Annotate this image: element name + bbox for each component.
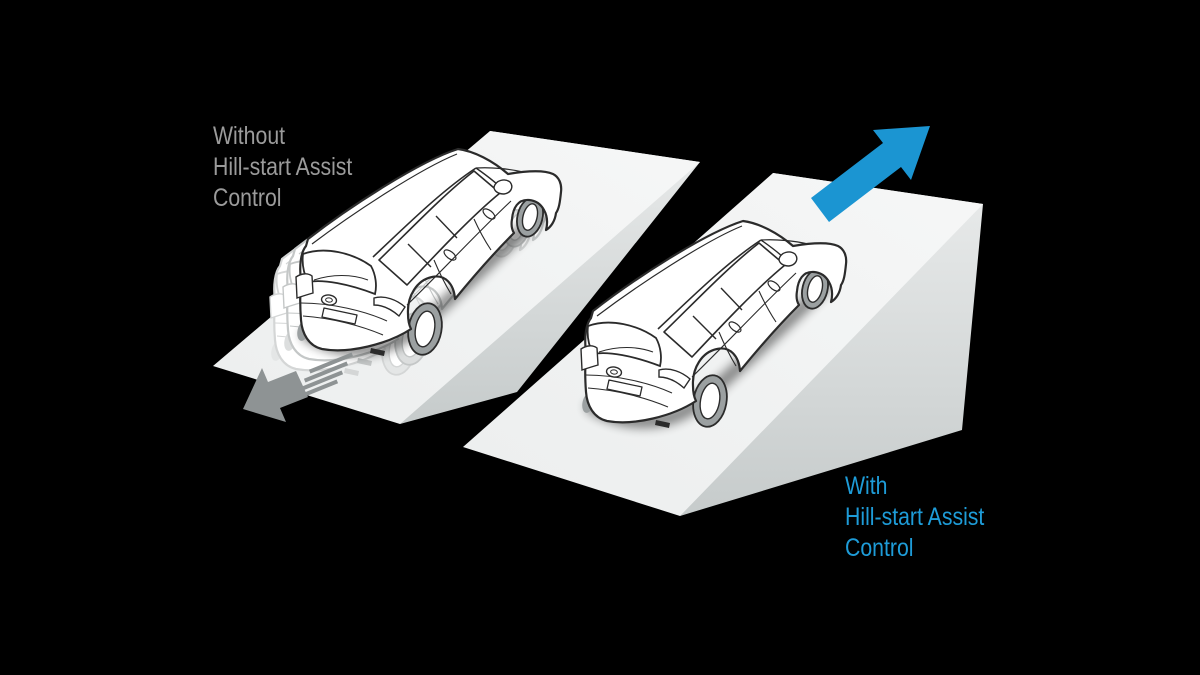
caption-with: With Hill-start Assist Control — [845, 471, 984, 564]
rollback-arrow-icon — [243, 352, 354, 422]
caption-line: Without — [213, 122, 286, 150]
caption-line: With — [845, 472, 888, 500]
caption-line: Control — [213, 184, 282, 212]
caption-line: Hill-start Assist — [845, 503, 985, 531]
caption-line: Hill-start Assist — [213, 153, 353, 181]
caption-without: Without Hill-start Assist Control — [213, 121, 352, 214]
forward-arrow-icon — [811, 126, 930, 222]
caption-line: Control — [845, 534, 914, 562]
